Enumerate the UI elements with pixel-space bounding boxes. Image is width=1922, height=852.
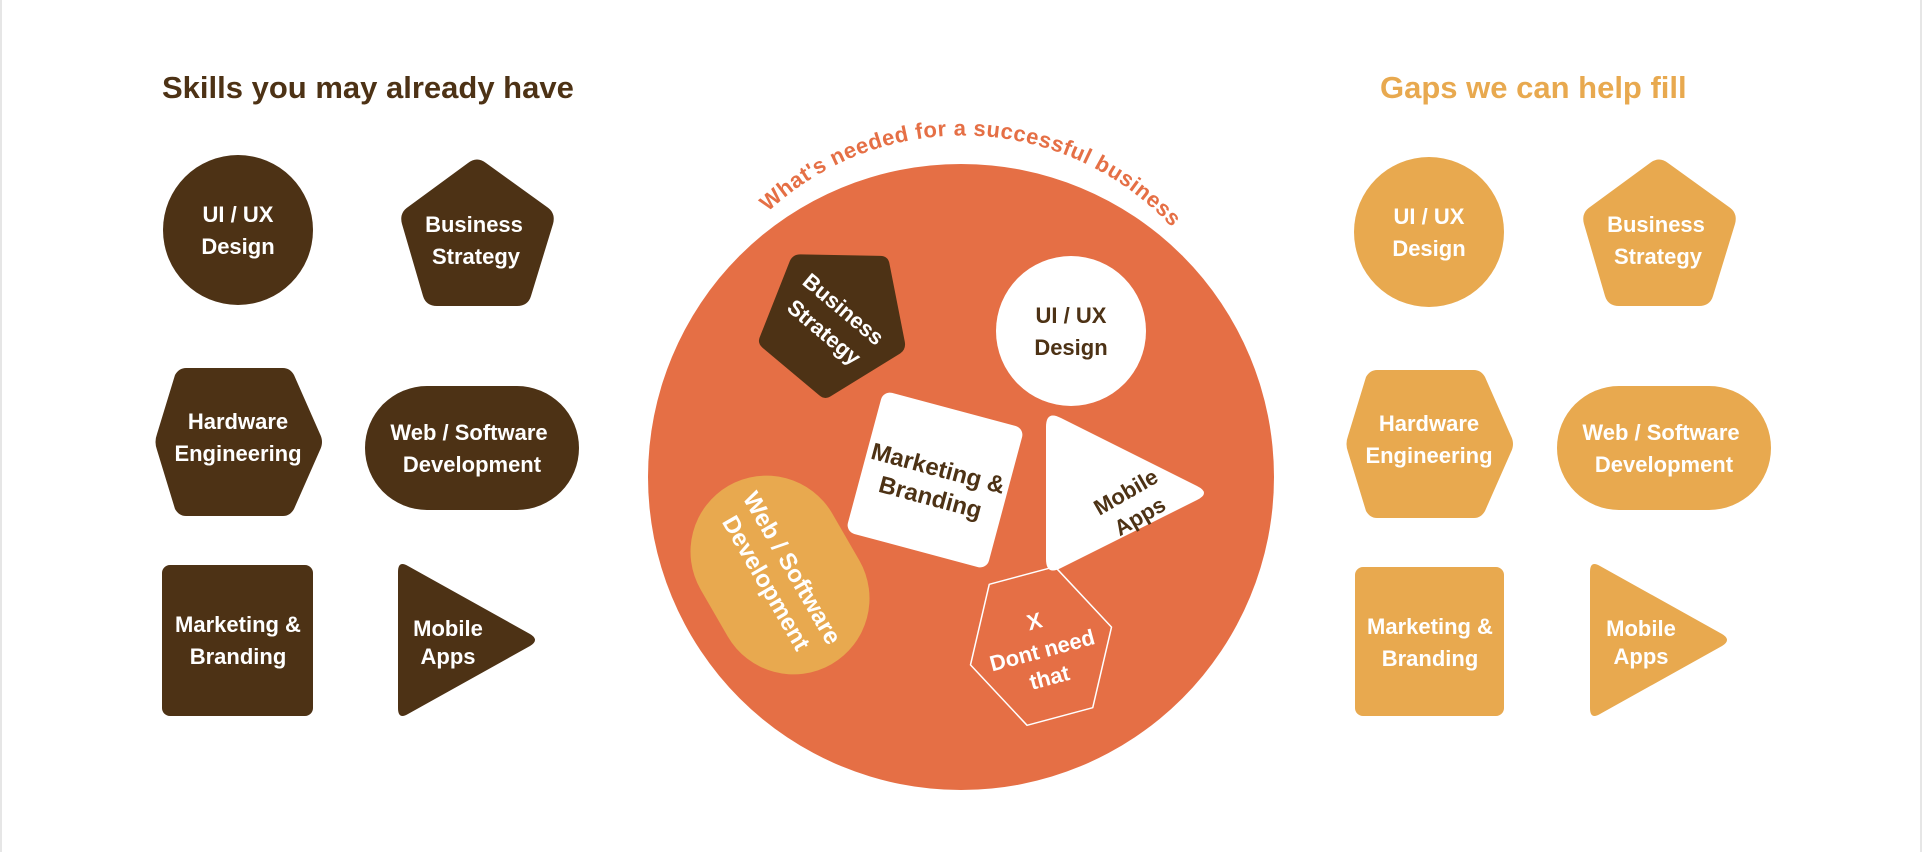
frame-left-edge [0, 0, 2, 852]
label-line2: Strategy [1614, 244, 1703, 269]
hexagon-shape [155, 368, 322, 516]
label-line1: Hardware [188, 409, 288, 434]
label-line2: Strategy [432, 244, 521, 269]
square-shape [162, 565, 313, 716]
pentagon-shape [1583, 159, 1736, 306]
right-business-strategy: Business Strategy [1583, 159, 1736, 306]
label-line2: Development [1595, 452, 1734, 477]
label-line1: Marketing & [1367, 614, 1493, 639]
label-line2: Engineering [1365, 443, 1492, 468]
label-line2: Apps [1614, 644, 1669, 669]
label-line1: Mobile [413, 616, 483, 641]
label-line1: UI / UX [203, 202, 274, 227]
label-line2: Design [201, 234, 274, 259]
left-hardware-engineering: Hardware Engineering [155, 368, 322, 516]
label-line1: Web / Software [390, 420, 547, 445]
label-line1: Hardware [1379, 411, 1479, 436]
square-shape [847, 392, 1023, 568]
center-mobile-apps: Mobile Apps [1046, 415, 1204, 571]
left-panel: Skills you may already have UI / UX Desi… [155, 70, 579, 716]
circle-shape [163, 155, 313, 305]
frame-right-edge [1920, 0, 1922, 852]
hexagon-shape [1346, 370, 1513, 518]
label-line2: Development [403, 452, 542, 477]
right-hardware-engineering: Hardware Engineering [1346, 370, 1513, 518]
triangle-shape [1046, 415, 1204, 571]
label-line2: Design [1034, 335, 1107, 360]
label-line2: Branding [190, 644, 287, 669]
label-line2: Branding [1382, 646, 1479, 671]
left-heading: Skills you may already have [162, 70, 574, 105]
pentagon-shape [758, 254, 906, 398]
label-line1: UI / UX [1394, 204, 1465, 229]
right-ui-ux-design: UI / UX Design [1354, 157, 1504, 307]
triangle-shape [1590, 564, 1727, 716]
label-line1: Marketing & [175, 612, 301, 637]
label-line1: Business [425, 212, 523, 237]
label-line2: Apps [421, 644, 476, 669]
pill-shape [365, 386, 579, 510]
center-web-software-development: Web / Software Development [690, 475, 870, 675]
hexagon-outline-shape [969, 565, 1113, 727]
label-line1: Mobile [1606, 616, 1676, 641]
center-business-strategy: Business Strategy [758, 254, 906, 398]
right-panel: Gaps we can help fill UI / UX Design Bus… [1346, 70, 1771, 716]
left-marketing-branding: Marketing & Branding [162, 565, 313, 716]
square-shape [1355, 567, 1504, 716]
right-web-software-development: Web / Software Development [1557, 386, 1771, 510]
label-line1: Web / Software [1582, 420, 1739, 445]
center-panel: What's needed for a successful business … [648, 115, 1274, 790]
label-line1: Business [1607, 212, 1705, 237]
triangle-shape [398, 564, 535, 716]
label-line2: Engineering [174, 441, 301, 466]
left-ui-ux-design: UI / UX Design [163, 155, 313, 305]
left-business-strategy: Business Strategy [401, 159, 554, 306]
right-marketing-branding: Marketing & Branding [1355, 567, 1504, 716]
pentagon-shape [401, 159, 554, 306]
right-heading: Gaps we can help fill [1380, 70, 1687, 105]
center-ui-ux-design: UI / UX Design [996, 256, 1146, 406]
label-line1: UI / UX [1036, 303, 1107, 328]
circle-shape [996, 256, 1146, 406]
pill-shape [690, 475, 870, 675]
circle-shape [1354, 157, 1504, 307]
left-web-software-development: Web / Software Development [365, 386, 579, 510]
x-mark-icon: X [1024, 607, 1045, 635]
pill-shape [1557, 386, 1771, 510]
label-line2: Design [1392, 236, 1465, 261]
center-marketing-branding: Marketing & Branding [847, 392, 1023, 568]
right-mobile-apps: Mobile Apps [1590, 564, 1727, 716]
left-mobile-apps: Mobile Apps [398, 564, 535, 716]
